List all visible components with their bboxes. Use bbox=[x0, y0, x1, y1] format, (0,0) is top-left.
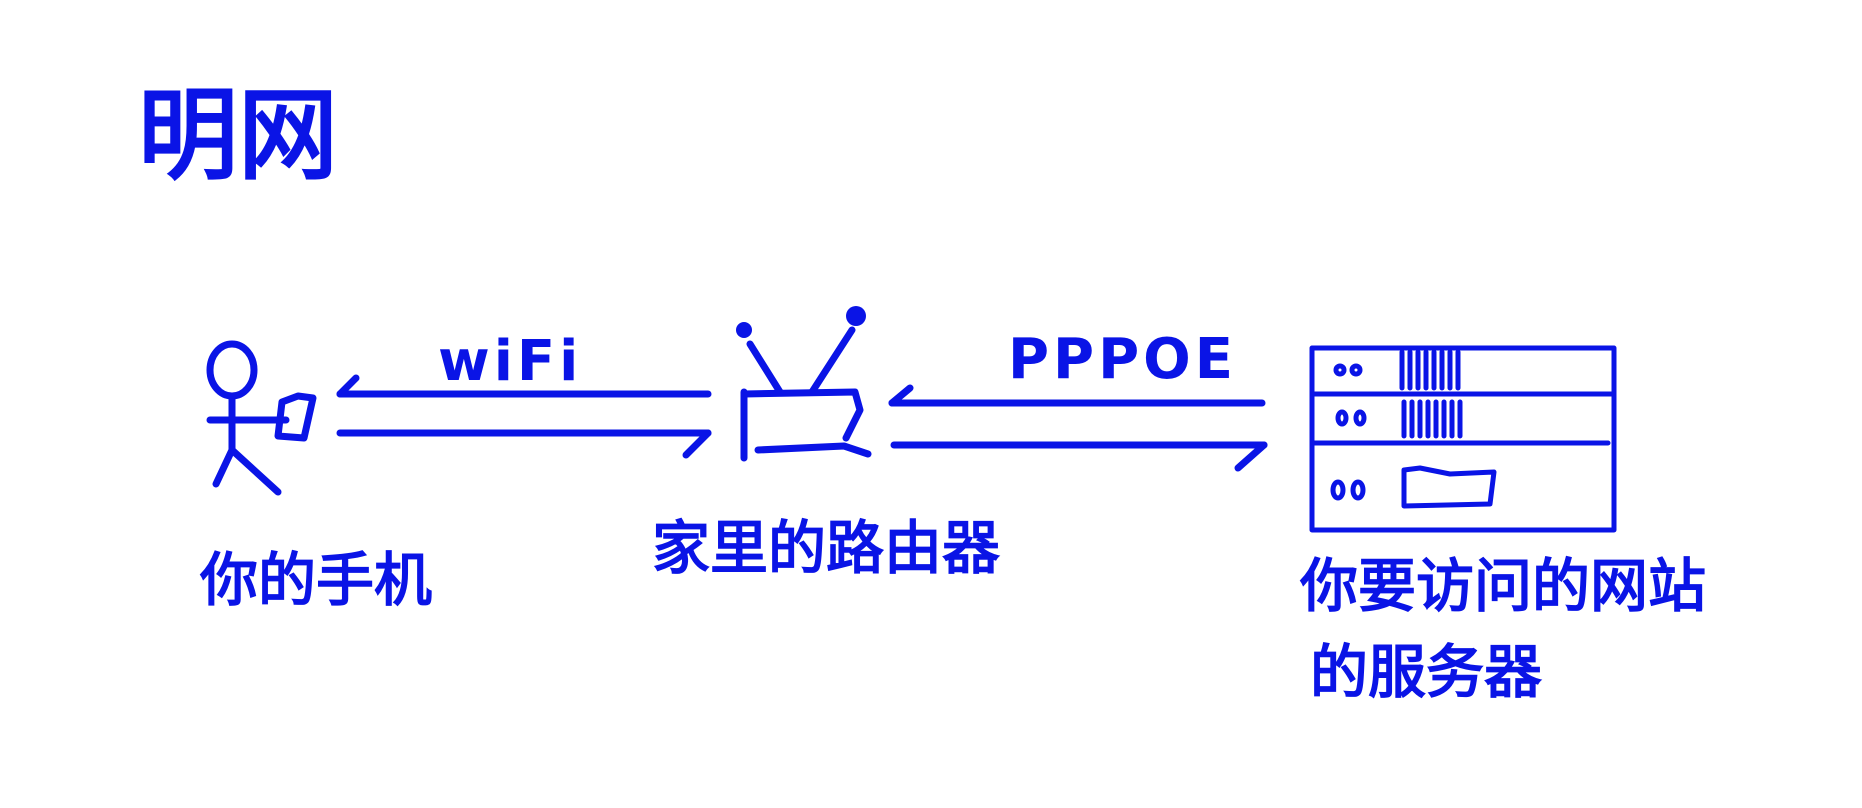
server-label-line1: 你要访问的网站 bbox=[1299, 552, 1706, 620]
router-icon bbox=[736, 306, 872, 462]
antenna-tip-right bbox=[846, 306, 866, 326]
pppoe-link: PPPOE bbox=[888, 327, 1268, 472]
arrow-head-left-icon bbox=[888, 384, 914, 407]
server-unit-1 bbox=[1333, 349, 1461, 391]
arrow-head-left-icon bbox=[336, 374, 360, 398]
pppoe-label: PPPOE bbox=[1008, 327, 1237, 392]
router-label: 家里的路由器 bbox=[652, 514, 1001, 582]
diagram-title: 明网 bbox=[138, 77, 338, 194]
arrow-head-right-icon bbox=[682, 429, 712, 459]
server-unit-3 bbox=[1330, 465, 1497, 509]
person-with-phone-icon bbox=[206, 340, 317, 496]
server-unit-2 bbox=[1335, 399, 1463, 439]
phone-label: 你的手机 bbox=[199, 546, 432, 614]
antenna-tip-left bbox=[736, 322, 752, 338]
arrow-head-right-icon bbox=[1234, 441, 1268, 472]
server-label-line2: 的服务器 bbox=[1310, 638, 1543, 706]
wifi-label: wiFi bbox=[438, 329, 582, 394]
server-rack-icon bbox=[1309, 345, 1617, 533]
wifi-link: wiFi bbox=[336, 329, 712, 459]
